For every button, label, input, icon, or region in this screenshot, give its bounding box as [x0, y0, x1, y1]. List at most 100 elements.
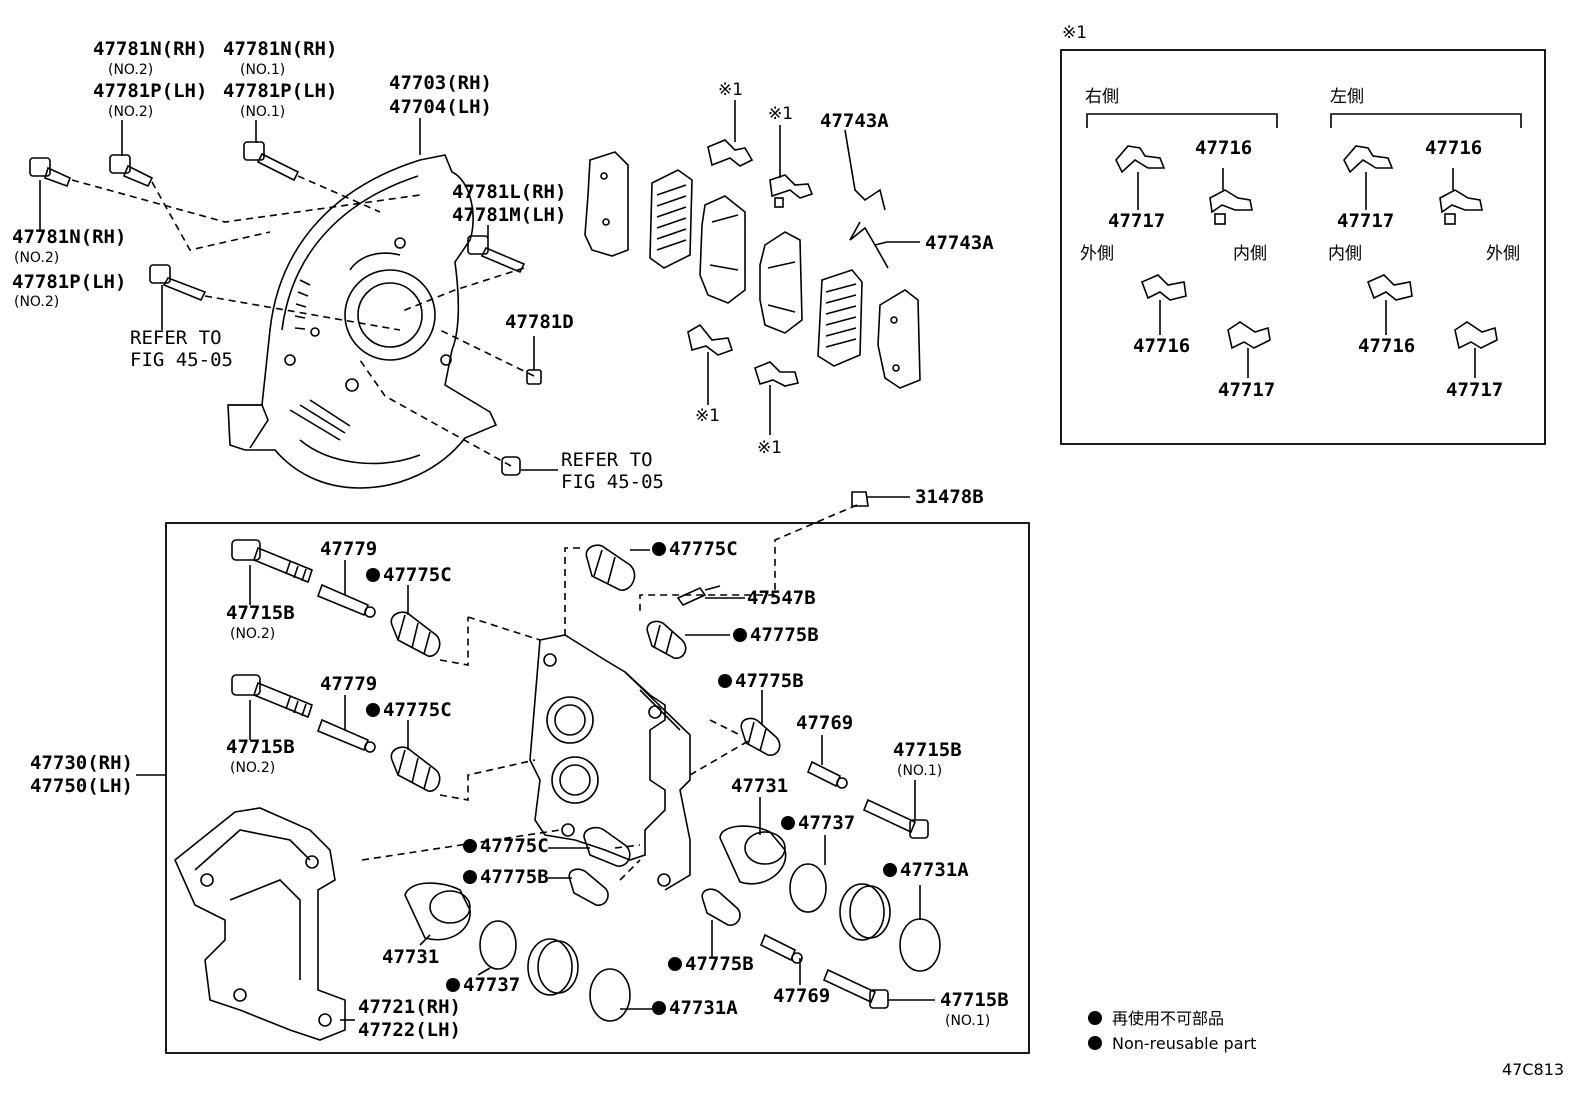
inset-l-47717-a: 47717 — [1337, 210, 1395, 232]
bolt-47781n-left — [29, 157, 72, 188]
dust-shield-solid-leaders — [39, 118, 558, 471]
boot-47775b-2 — [740, 717, 781, 756]
left-side-bracket — [1330, 113, 1522, 128]
label-47731a-1: 47731A — [883, 861, 969, 880]
label-47775c-1: 47775C — [366, 566, 452, 585]
inset-note: ※1 — [1062, 23, 1088, 43]
label-47775c-3: 47775C — [652, 540, 738, 559]
bolt-47781p-left — [149, 264, 207, 302]
label-47781n-left: 47781N(RH) — [12, 226, 127, 248]
non-reusable-dot — [463, 870, 477, 884]
pad-inner-left — [699, 195, 746, 304]
label-47731a-2: 47731A — [652, 999, 738, 1018]
label-47775c-4: 47775C — [463, 837, 549, 856]
label-47743a-2: 47743A — [925, 232, 994, 254]
label-47781n-rh-no1: 47781N(RH) — [223, 38, 338, 60]
bleeder-47547b — [676, 585, 721, 607]
dust-shield-leaders — [71, 175, 535, 467]
label-47775b-2: 47775B — [718, 672, 804, 691]
label-47715b-1-sub: (NO.2) — [230, 626, 276, 642]
inset-r-outer: 外側 — [1080, 244, 1114, 264]
label-47547b: 47547B — [747, 587, 816, 609]
note-ref-3: ※1 — [695, 406, 721, 426]
cap-47731a-2 — [589, 968, 631, 1022]
bolt-47715b-2 — [231, 674, 313, 719]
label-47781p-lh-top: 47781P(LH) — [93, 80, 208, 102]
label-47737-1: 47737 — [781, 814, 855, 833]
inset-clip-l3 — [1366, 274, 1413, 335]
non-reusable-dot — [883, 863, 897, 877]
label-47750: 47750(LH) — [30, 775, 133, 797]
note-ref-2: ※1 — [768, 104, 794, 124]
label-47781p-left-sub: (NO.2) — [14, 294, 60, 310]
inset-r-47716: 47716 — [1195, 137, 1253, 159]
bolt-47781n-no1-top — [243, 141, 300, 182]
bolt-47715b-3 — [862, 798, 929, 839]
shim-right — [817, 269, 863, 367]
label-47743a-1: 47743A — [820, 110, 889, 132]
mounting-bracket — [174, 807, 346, 1041]
pin-47779-2 — [316, 718, 376, 753]
caliper-body — [529, 634, 691, 891]
legend-en: Non-reusable part — [1088, 1036, 1256, 1052]
inset-clip-l1 — [1343, 145, 1394, 210]
label-47775b-4: 47775B — [668, 955, 754, 974]
label-47781p-lh-no1-sub: (NO.1) — [240, 104, 286, 120]
plug-31478b — [851, 491, 869, 507]
legend-dot — [1088, 1036, 1102, 1050]
inset-clip-l2 — [1439, 168, 1483, 225]
inset-r-47716-b: 47716 — [1133, 335, 1191, 357]
non-reusable-dot — [366, 568, 380, 582]
non-reusable-dot — [446, 978, 460, 992]
boot-47775c-4 — [583, 826, 631, 867]
figure-id: 47C813 — [1502, 1060, 1565, 1079]
pad-backing-right — [877, 289, 921, 389]
nut-47781d — [526, 369, 542, 385]
label-47769-2: 47769 — [773, 985, 831, 1007]
label-47722: 47722(LH) — [358, 1019, 461, 1041]
label-refer1-b: FIG 45-05 — [130, 349, 233, 371]
piston-47731-1 — [719, 825, 787, 885]
label-47769-1: 47769 — [796, 712, 854, 734]
label-47781n-rh-no1-sub: (NO.1) — [240, 62, 286, 78]
piston-47731-2 — [404, 882, 471, 941]
caliper-leaders-dashed — [361, 504, 858, 881]
label-47715b-2-sub: (NO.2) — [230, 760, 276, 776]
boot-47775b-1 — [646, 620, 687, 659]
label-47704: 47704(LH) — [389, 96, 492, 118]
label-47715b-4: 47715B — [940, 989, 1009, 1011]
caliper-assembly-frame — [165, 522, 1030, 1054]
label-47779-2: 47779 — [320, 673, 378, 695]
right-side-bracket — [1086, 113, 1278, 128]
label-47715b-4-sub: (NO.1) — [945, 1013, 991, 1029]
inset-l-47716: 47716 — [1425, 137, 1483, 159]
bolt-47715b-1 — [231, 539, 313, 584]
label-47730: 47730(RH) — [30, 752, 133, 774]
label-47781d: 47781D — [505, 311, 574, 333]
inset-frame — [1060, 49, 1546, 445]
dust-shield — [227, 154, 498, 489]
boot-47775c-1 — [390, 611, 441, 657]
inset-l-47717-b: 47717 — [1446, 379, 1504, 401]
non-reusable-dot — [668, 957, 682, 971]
seal-47737-1 — [789, 863, 827, 913]
label-47721: 47721(RH) — [358, 996, 461, 1018]
non-reusable-dot — [733, 628, 747, 642]
boot-47775c-2 — [390, 746, 441, 792]
non-reusable-dot — [652, 1001, 666, 1015]
anti-squeal-clips — [687, 139, 814, 387]
label-47781p-lh-no1: 47781P(LH) — [223, 80, 338, 102]
pin-47769-2 — [759, 933, 803, 964]
pad-backing-left — [584, 151, 629, 257]
inset-left-side: 左側 — [1330, 87, 1364, 107]
dust-boot-47731a-1 — [839, 883, 891, 941]
nut-refer2 — [501, 456, 521, 476]
inset-clip-r1 — [1115, 145, 1166, 210]
label-47781n-rh-top-sub: (NO.2) — [108, 62, 154, 78]
pin-47769-1 — [806, 760, 848, 789]
inset-r-47717-a: 47717 — [1108, 210, 1166, 232]
label-refer2-b: FIG 45-05 — [561, 471, 664, 493]
label-47781n-rh-top: 47781N(RH) — [93, 38, 208, 60]
label-47703: 47703(RH) — [389, 72, 492, 94]
non-reusable-dot — [718, 674, 732, 688]
